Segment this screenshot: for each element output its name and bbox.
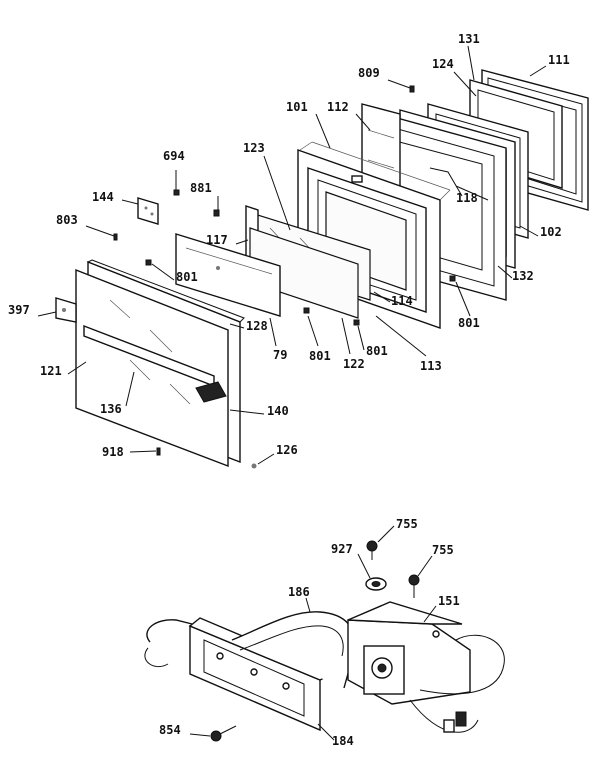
callout-label-117: 117 [206,233,228,247]
callout-label-397: 397 [8,303,30,317]
callout-label-184: 184 [332,734,354,748]
callout-labels: 111 131 124 809 101 112 694 123 118 144 881 803 117 1… [8,32,570,748]
callout-label-801d: 801 [366,344,388,358]
callout-label-144: 144 [92,190,114,204]
part-854-screw [210,725,237,742]
callout-label-112: 112 [327,100,349,114]
part-809-screw [409,85,415,93]
callout-label-128: 128 [246,319,268,333]
part-126-screw [251,463,257,469]
callout-label-113: 113 [420,359,442,373]
callout-label-114: 114 [391,294,413,308]
part-118-bracket [429,167,463,197]
wiring-harness [409,634,505,733]
callout-label-102: 102 [540,225,562,239]
callout-label-126: 126 [276,443,298,457]
part-79-insulation [175,233,281,317]
part-144-hinge-plate [137,197,159,225]
part-803-screw [113,233,118,241]
callout-label-801a: 801 [176,270,198,284]
part-927-washer [365,577,387,591]
callout-label-801b: 801 [458,316,480,330]
part-397-latch [55,297,77,323]
callout-label-122: 122 [343,357,365,371]
callout-label-124: 124 [432,57,454,71]
callout-label-79: 79 [273,348,287,362]
callout-label-801c: 801 [309,349,331,363]
callout-label-118: 118 [456,191,478,205]
callout-label-136: 136 [100,402,122,416]
lower-leader-lines [189,525,437,741]
callout-label-101: 101 [286,100,308,114]
callout-label-111: 111 [548,53,570,67]
callout-label-140: 140 [267,404,289,418]
callout-label-927: 927 [331,542,353,556]
callout-label-809: 809 [358,66,380,80]
callout-label-881: 881 [190,181,212,195]
lower-hinge-assembly [144,525,505,742]
callout-label-132: 132 [512,269,534,283]
callout-label-755a: 755 [396,517,418,531]
callout-label-121: 121 [40,364,62,378]
part-136-handle [83,324,227,403]
part-881-screw [213,209,220,217]
part-801-screws [145,259,456,326]
oven-door-assembly [37,45,589,469]
callout-label-151: 151 [438,594,460,608]
part-918-screw [156,447,161,456]
callout-label-854: 854 [159,723,181,737]
door-leader-lines [37,45,547,465]
part-151-actuator [347,601,471,705]
callout-label-131: 131 [458,32,480,46]
callout-label-755b: 755 [432,543,454,557]
callout-label-918: 918 [102,445,124,459]
callout-label-123: 123 [243,141,265,155]
part-694-screw [173,189,180,196]
part-755-screws [366,540,420,598]
callout-label-186: 186 [288,585,310,599]
callout-label-803: 803 [56,213,78,227]
callout-label-694: 694 [163,149,185,163]
